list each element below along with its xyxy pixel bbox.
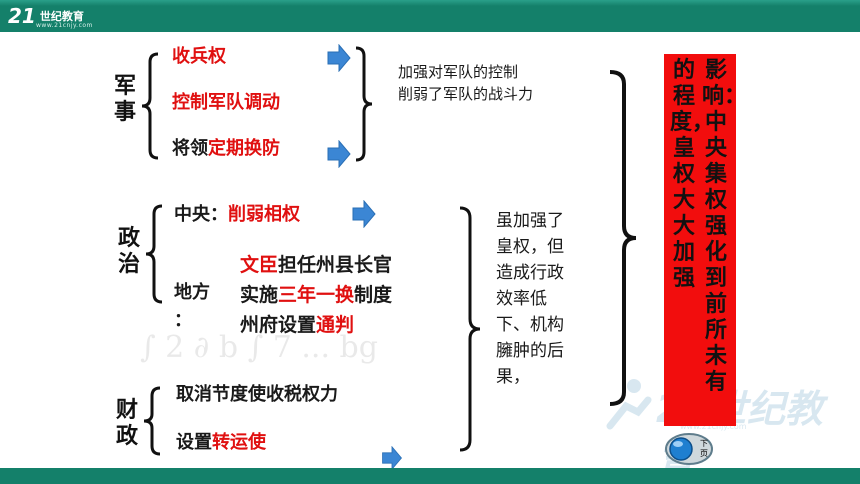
politics-label: 政治 bbox=[117, 226, 140, 277]
finance-item-transport-envoy: 设置转运使 bbox=[176, 432, 266, 454]
next-page-button[interactable] bbox=[664, 432, 714, 466]
three-year-rest: 制度 bbox=[354, 284, 393, 306]
military-item-rotation-highlight: 定期换防 bbox=[208, 138, 280, 159]
runner-logo-icon: 21 bbox=[8, 4, 36, 28]
footer-bar bbox=[0, 468, 860, 484]
transport-envoy-prefix: 设置 bbox=[176, 432, 212, 453]
finance-brace bbox=[143, 386, 161, 456]
logo-text: 世纪教育 bbox=[39, 10, 84, 23]
military-note-strengthen: 加强对军队的控制 bbox=[398, 63, 519, 81]
arrow-right-icon bbox=[327, 140, 351, 168]
military-label: 军事 bbox=[113, 74, 136, 125]
military-result-brace bbox=[355, 46, 373, 162]
three-year-highlight: 三年一换 bbox=[278, 284, 355, 306]
logo-url: www.21cnjy.com bbox=[36, 22, 93, 29]
politics-central-highlight: 削弱相权 bbox=[228, 204, 300, 225]
result-column-main: 影响：中央集权强化到前所未有 bbox=[702, 58, 747, 395]
effect-note: 虽加强了皇权，但造成行政效率低下、机构臃肿的后果， bbox=[496, 211, 564, 387]
politics-local-line-tongpan: 州府设置通判 bbox=[240, 314, 354, 336]
politics-local-label: 地方 bbox=[174, 282, 210, 303]
politics-local-line-three-year: 实施三年一换制度 bbox=[240, 284, 392, 306]
military-item-rotation: 将领定期换防 bbox=[172, 138, 280, 160]
arrow-right-icon bbox=[327, 44, 351, 72]
three-year-prefix: 实施 bbox=[240, 284, 279, 306]
politics-local-colon: ： bbox=[174, 310, 192, 331]
military-item-rotation-prefix: 将领 bbox=[172, 138, 208, 159]
watermark-url: www.21cnjy.com bbox=[680, 422, 747, 431]
header-shine bbox=[0, 0, 860, 6]
transport-envoy-highlight: 转运使 bbox=[212, 432, 266, 453]
civil-officials-rest: 担任州县长官 bbox=[278, 254, 393, 276]
finance-label: 财政 bbox=[115, 398, 138, 449]
politics-brace bbox=[145, 204, 163, 304]
politics-finance-brace bbox=[459, 206, 481, 452]
arrow-right-icon bbox=[382, 446, 402, 470]
civil-officials-highlight: 文臣 bbox=[240, 254, 279, 276]
runner-watermark-icon bbox=[606, 379, 652, 430]
military-item-collect-troops: 收兵权 bbox=[172, 46, 226, 67]
site-logo[interactable]: 21 世纪教育 bbox=[8, 4, 84, 28]
result-column-secondary: 的程度，皇权大大加强 bbox=[670, 58, 715, 291]
politics-local-line-civil-officials: 文臣担任州县长官 bbox=[240, 254, 392, 276]
result-box: 影响：中央集权强化到前所未有 的程度，皇权大大加强 bbox=[664, 54, 747, 426]
arrow-right-icon bbox=[352, 200, 376, 228]
military-note-weaken: 削弱了军队的战斗力 bbox=[398, 85, 534, 103]
military-item-control-deployment: 控制军队调动 bbox=[172, 92, 280, 113]
tongpan-highlight: 通判 bbox=[316, 314, 355, 336]
finance-item-abolish-tax: 取消节度使收税权力 bbox=[176, 384, 338, 405]
tongpan-prefix: 州府设置 bbox=[240, 314, 317, 336]
next-page-label[interactable]: 下页 bbox=[700, 439, 708, 458]
politics-central-prefix: 中央： bbox=[174, 204, 228, 225]
politics-central: 中央：削弱相权 bbox=[174, 204, 300, 226]
military-brace bbox=[141, 52, 159, 160]
overall-brace bbox=[609, 70, 637, 406]
background-decoration: ∫ 2 ∂ b ∫ 7 ... bg bbox=[140, 330, 378, 365]
header-bar: 21 世纪教育 www.21cnjy.com bbox=[0, 0, 860, 32]
